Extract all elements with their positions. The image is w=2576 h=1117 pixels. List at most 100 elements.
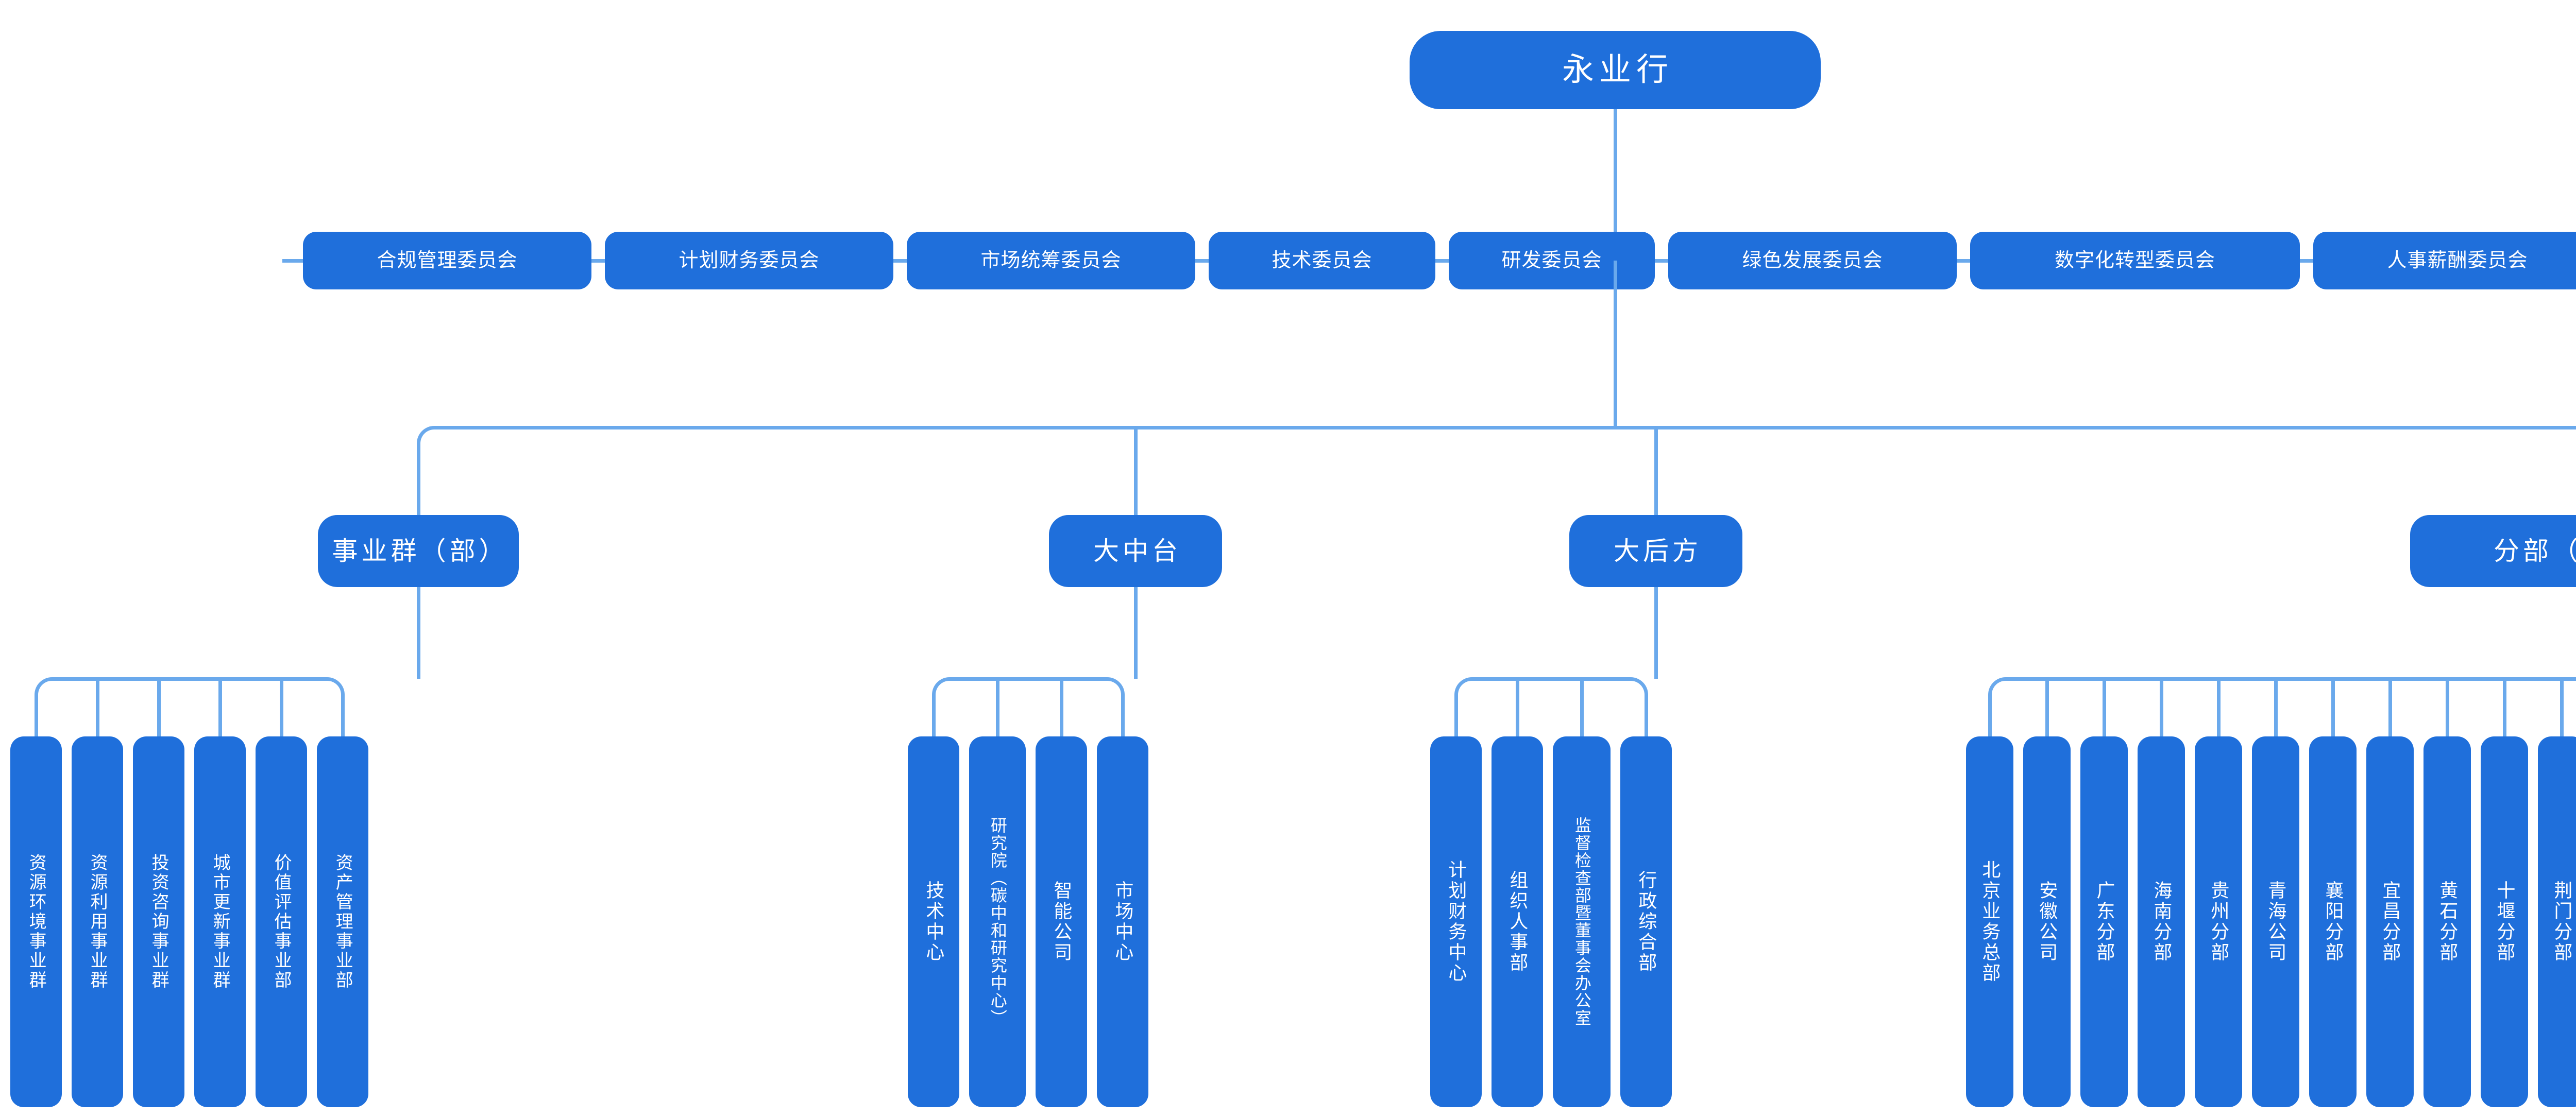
leaf-stem — [2560, 679, 2564, 736]
leaf-node-0-1[interactable]: 资源利用事业群 — [72, 736, 123, 1107]
leaf-stem — [2274, 679, 2278, 736]
leaf-stem — [995, 679, 999, 736]
leaf-node-3-3[interactable]: 海南分部 — [2138, 736, 2185, 1107]
leaf-stem — [2445, 679, 2449, 736]
committee-node-7[interactable]: 人事薪酬委员会 — [2313, 232, 2576, 289]
leaf-stem — [2159, 679, 2163, 736]
leaf-label: 资源环境事业群 — [26, 853, 46, 990]
connector-corner — [325, 677, 345, 737]
group-down-stem-1 — [1133, 587, 1138, 679]
leaf-stem — [1580, 679, 1584, 736]
leaf-node-3-0[interactable]: 北京业务总部 — [1966, 736, 2013, 1107]
leaf-label: 投资咨询事业群 — [149, 853, 169, 990]
leaf-node-1-0[interactable]: 技术中心 — [908, 736, 959, 1107]
leaf-node-3-1[interactable]: 安徽公司 — [2023, 736, 2071, 1107]
committee-label: 技术委员会 — [1272, 249, 1372, 271]
committee-link — [1435, 259, 1449, 263]
leaf-stem — [1515, 679, 1519, 736]
group-node-3[interactable]: 分部（分公司） — [2410, 515, 2576, 587]
leaf-node-0-0[interactable]: 资源环境事业群 — [10, 736, 62, 1107]
leaf-label: 技术中心 — [923, 881, 945, 963]
committee-link — [1195, 259, 1209, 263]
leaf-label: 行政综合部 — [1636, 870, 1657, 973]
leaf-bus-0 — [54, 677, 325, 681]
leaf-node-3-2[interactable]: 广东分部 — [2080, 736, 2128, 1107]
group-label: 大后方 — [1614, 537, 1702, 565]
leaf-stem — [2216, 679, 2221, 736]
committee-link — [1957, 259, 1970, 263]
leaf-stem — [95, 679, 99, 736]
leaf-stem — [279, 679, 283, 736]
leaf-node-1-1[interactable]: 研究院（碳中和研究中心） — [969, 736, 1026, 1107]
group-down-stem-0 — [416, 587, 420, 679]
group-stem-2 — [1654, 427, 1658, 515]
leaf-node-1-2[interactable]: 智能公司 — [1036, 736, 1087, 1107]
leaf-node-3-10[interactable]: 荆门分部 — [2538, 736, 2576, 1107]
committee-node-5[interactable]: 绿色发展委员会 — [1668, 232, 1957, 289]
leaf-node-2-3[interactable]: 行政综合部 — [1620, 736, 1672, 1107]
leaf-node-3-7[interactable]: 宜昌分部 — [2366, 736, 2414, 1107]
committee-link — [1655, 259, 1668, 263]
committee-link — [591, 259, 605, 263]
committee-node-3[interactable]: 技术委员会 — [1209, 232, 1435, 289]
committee-node-6[interactable]: 数字化转型委员会 — [1970, 232, 2300, 289]
leaf-label: 广东分部 — [2094, 881, 2115, 963]
leaf-label: 资源利用事业群 — [88, 853, 108, 990]
committee-node-2[interactable]: 市场统筹委员会 — [907, 232, 1195, 289]
committee-label: 人事薪酬委员会 — [2387, 249, 2528, 271]
leaf-node-0-2[interactable]: 投资咨询事业群 — [133, 736, 184, 1107]
leaf-label: 计划财务中心 — [1446, 860, 1467, 984]
committee-label: 合规管理委员会 — [377, 249, 518, 271]
committee-label: 绿色发展委员会 — [1742, 249, 1883, 271]
leaf-label: 城市更新事业群 — [210, 853, 230, 990]
leaf-label: 安徽公司 — [2037, 881, 2058, 963]
leaf-stem — [2331, 679, 2335, 736]
committee-node-4[interactable]: 研发委员会 — [1449, 232, 1655, 289]
leaf-node-3-5[interactable]: 青海公司 — [2252, 736, 2299, 1107]
group-node-1[interactable]: 大中台 — [1049, 515, 1222, 587]
leaf-stem — [1059, 679, 1063, 736]
leaf-label: 青海公司 — [2265, 881, 2287, 963]
leaf-node-3-8[interactable]: 黄石分部 — [2424, 736, 2471, 1107]
leaf-bus-1 — [951, 677, 1105, 681]
leaf-label: 黄石分部 — [2437, 881, 2459, 963]
leaf-label: 智能公司 — [1051, 881, 1073, 963]
committee-bus-left — [282, 259, 303, 263]
leaf-node-3-4[interactable]: 贵州分部 — [2195, 736, 2242, 1107]
leaf-label: 价值评估事业部 — [272, 853, 292, 990]
leaf-node-2-0[interactable]: 计划财务中心 — [1430, 736, 1482, 1107]
leaf-node-0-4[interactable]: 价值评估事业部 — [256, 736, 307, 1107]
group-node-2[interactable]: 大后方 — [1569, 515, 1742, 587]
group-label: 分部（分公司） — [2494, 537, 2576, 565]
leaf-label: 研究院（碳中和研究中心） — [988, 817, 1007, 1027]
leaf-stem — [2102, 679, 2106, 736]
leaf-bus-3 — [2007, 677, 2576, 681]
connector-corner — [416, 425, 436, 515]
committee-node-1[interactable]: 计划财务委员会 — [605, 232, 893, 289]
leaf-bus-2 — [1473, 677, 1629, 681]
committee-label: 研发委员会 — [1501, 249, 1602, 271]
leaf-label: 海南分部 — [2151, 881, 2173, 963]
committee-label: 市场统筹委员会 — [980, 249, 1122, 271]
committee-node-0[interactable]: 合规管理委员会 — [303, 232, 591, 289]
leaf-label: 组织人事部 — [1507, 870, 1529, 973]
leaf-node-2-1[interactable]: 组织人事部 — [1492, 736, 1543, 1107]
group-down-stem-2 — [1654, 587, 1658, 679]
leaf-label: 贵州分部 — [2208, 881, 2230, 963]
leaf-node-0-5[interactable]: 资产管理事业部 — [317, 736, 368, 1107]
leaf-node-2-2[interactable]: 监督检查部暨董事会办公室 — [1553, 736, 1611, 1107]
leaf-label: 监督检查部暨董事会办公室 — [1572, 817, 1591, 1027]
connector-corner — [1628, 677, 1648, 737]
leaf-node-3-9[interactable]: 十堰分部 — [2481, 736, 2528, 1107]
root-stem — [1613, 109, 1617, 259]
leaf-node-1-3[interactable]: 市场中心 — [1097, 736, 1148, 1107]
group-node-0[interactable]: 事业群（部） — [318, 515, 519, 587]
leaf-stem — [157, 679, 161, 736]
root-node[interactable]: 永业行 — [1410, 31, 1821, 109]
connector-corner — [1988, 677, 2008, 737]
connector-corner — [931, 677, 952, 737]
leaf-node-3-6[interactable]: 襄阳分部 — [2309, 736, 2357, 1107]
leaf-node-0-3[interactable]: 城市更新事业群 — [194, 736, 246, 1107]
committee-label: 计划财务委员会 — [679, 249, 820, 271]
